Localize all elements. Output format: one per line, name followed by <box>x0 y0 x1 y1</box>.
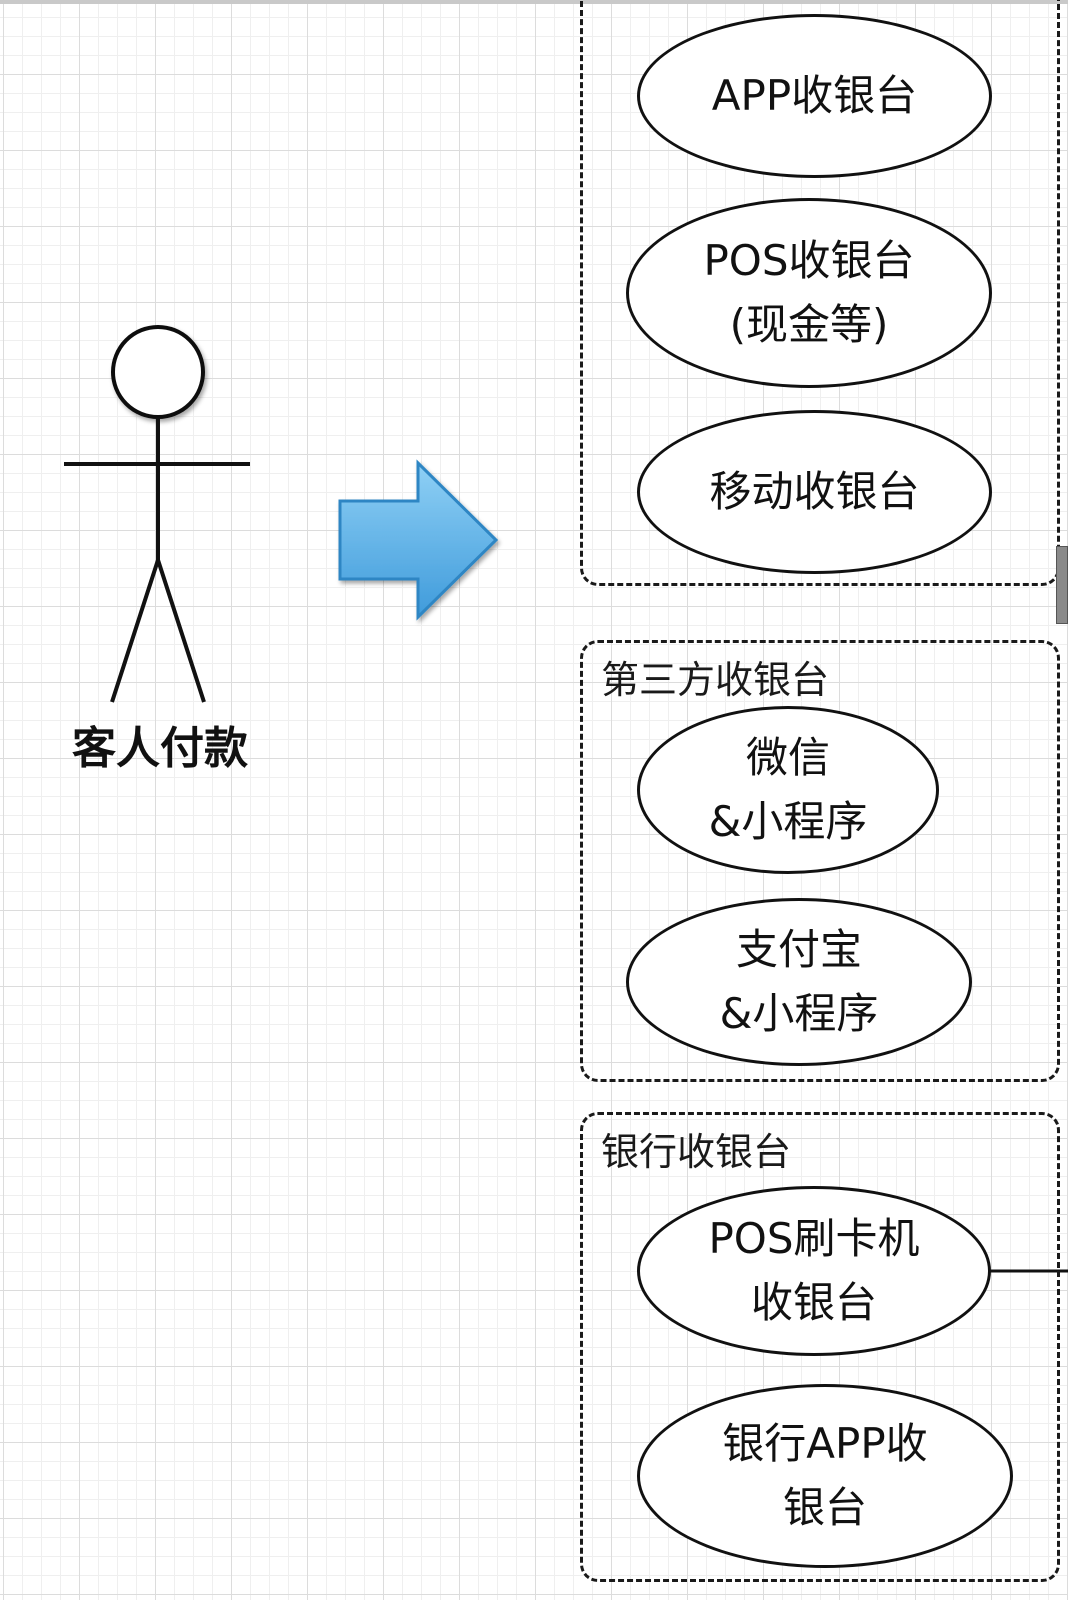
usecase-pos-card-terminal[interactable]: POS刷卡机 收银台 <box>637 1186 991 1356</box>
flow-arrow-icon[interactable] <box>338 459 499 621</box>
canvas-top-border <box>0 0 1068 4</box>
group-app-cashier[interactable] <box>580 0 1060 586</box>
usecase-wechat-miniprogram[interactable]: 微信 &小程序 <box>637 706 939 874</box>
actor-right-leg <box>156 559 206 703</box>
usecase-alipay-miniprogram[interactable]: 支付宝 &小程序 <box>626 898 972 1066</box>
usecase-app-cashier[interactable]: APP收银台 <box>637 14 992 178</box>
usecase-mobile-cashier[interactable]: 移动收银台 <box>637 410 992 574</box>
actor-label: 客人付款 <box>72 723 248 774</box>
usecase-bank-app-cashier[interactable]: 银行APP收 银台 <box>637 1384 1013 1568</box>
group-title-third-party: 第三方收银台 <box>601 658 830 702</box>
actor-head <box>111 325 205 419</box>
resize-handle[interactable] <box>1056 546 1068 624</box>
actor-figure[interactable] <box>64 325 250 703</box>
group-bank-cashier[interactable]: 银行收银台 <box>580 1112 1060 1582</box>
group-third-party-cashier[interactable]: 第三方收银台 <box>580 640 1060 1082</box>
usecase-pos-cashier-cash[interactable]: POS收银台 (现金等) <box>626 198 992 388</box>
actor-left-leg <box>110 559 160 703</box>
group-title-bank: 银行收银台 <box>601 1130 792 1174</box>
